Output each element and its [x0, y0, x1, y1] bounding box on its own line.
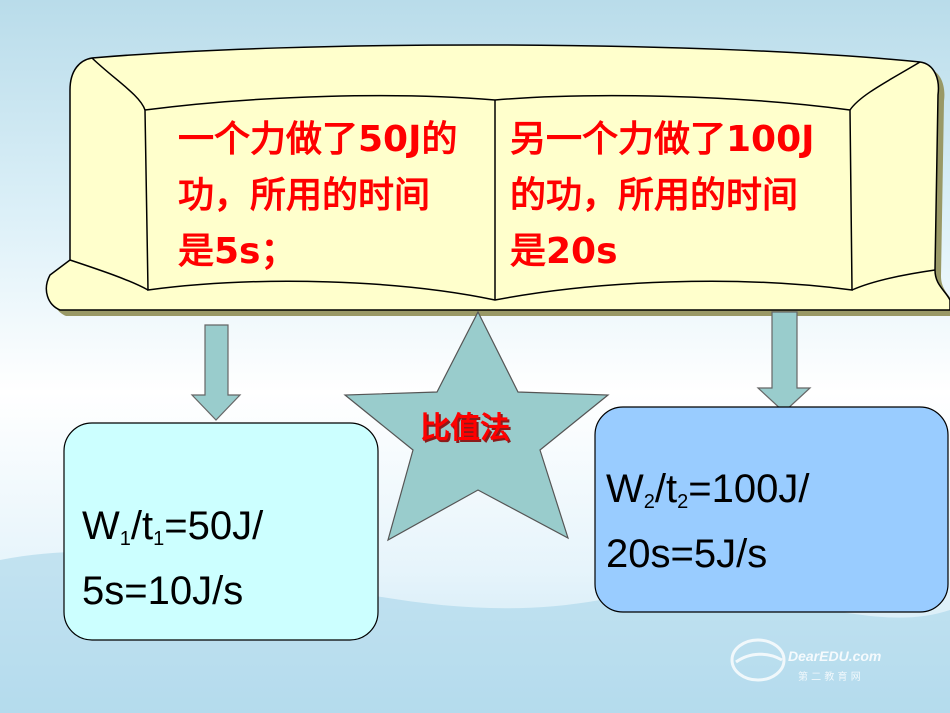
left-formula-sub1: 1	[119, 528, 131, 550]
left-formula-sub2: 1	[153, 528, 165, 550]
book-right-text: 另一个力做了100J的功，所用的时间是20s	[510, 119, 815, 272]
left-formula-line2: 5s=10J/s	[82, 569, 244, 613]
dearedu-logo-icon	[730, 638, 786, 682]
star-shape-icon	[343, 310, 610, 542]
right-formula: W2/t2=100J/ 20s=5J/s	[606, 463, 941, 580]
left-result-box	[63, 422, 379, 641]
right-formula-line2: 20s=5J/s	[606, 532, 768, 576]
left-formula-t: /t	[130, 504, 154, 548]
down-arrow-right-icon	[756, 311, 812, 413]
right-formula-t: /t	[654, 467, 678, 511]
book-left-text: 一个力做了50J的功，所用的时间是5s；	[178, 119, 458, 272]
open-book-scroll	[45, 44, 950, 316]
watermark-subtitle: 第 二 教 育 网	[798, 672, 861, 683]
right-formula-rhs: =100J/	[688, 467, 810, 511]
left-formula: W1/t1=50J/ 5s=10J/s	[82, 500, 372, 617]
left-formula-w: W	[82, 504, 120, 548]
right-formula-w: W	[606, 467, 644, 511]
star-label: 比值法	[420, 411, 510, 446]
right-result-box	[594, 406, 949, 613]
right-formula-sub2: 2	[677, 491, 689, 513]
right-formula-sub1: 2	[643, 491, 655, 513]
left-formula-rhs: =50J/	[164, 504, 264, 548]
watermark-brand: DearEDU.com	[788, 648, 882, 664]
down-arrow-left-icon	[190, 324, 242, 421]
